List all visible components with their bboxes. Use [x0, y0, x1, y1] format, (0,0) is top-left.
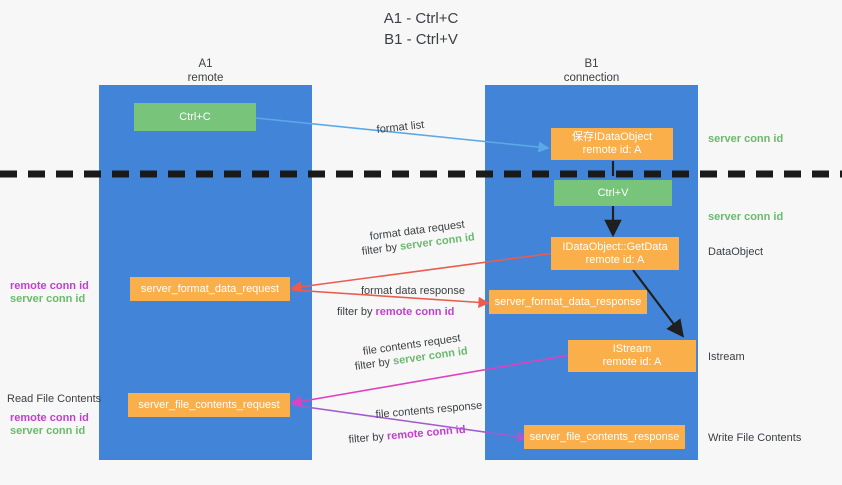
lane-header-b1: B1 connection: [485, 57, 698, 85]
lane-b1-sub: connection: [563, 72, 620, 84]
node-istream-title: IStream: [612, 343, 652, 355]
side-label-write-file-contents: Write File Contents: [708, 432, 802, 444]
lane-header-a1: A1 remote: [99, 57, 312, 85]
side-label-server-conn-id-1: server conn id: [10, 293, 86, 305]
node-ctrl-v-label: Ctrl+V: [597, 186, 629, 199]
page-title: A1 - Ctrl+C B1 - Ctrl+V: [383, 10, 459, 48]
node-file-contents-response-label: server_file_contents_response: [529, 430, 680, 443]
side-label-server-conn-id-2: server conn id: [10, 425, 86, 437]
node-ctrl-v[interactable]: Ctrl+V: [554, 180, 672, 206]
node-format-data-request[interactable]: server_format_data_request: [130, 277, 290, 301]
node-ctrl-c-label: Ctrl+C: [179, 110, 211, 123]
edge-label-file-contents-response-filter: filter by remote conn id: [348, 423, 466, 447]
filter-prefix: filter by: [337, 306, 376, 318]
node-getdata[interactable]: IDataObject::GetData remote id: A: [551, 237, 679, 270]
node-save-dataobject[interactable]: 保存IDataObject remote id: A: [551, 128, 673, 160]
node-format-data-response[interactable]: server_format_data_response: [489, 290, 647, 314]
filter-key-remote-conn-id: remote conn id: [375, 306, 455, 318]
lane-b1-name: B1: [584, 58, 599, 70]
edge-label-format-list: format list: [376, 119, 425, 136]
edge-label-file-contents-response: file contents response: [375, 399, 483, 421]
filter-prefix: filter by: [348, 430, 388, 446]
edge-label-format-data-response-filter: filter by remote conn id: [337, 305, 454, 319]
side-label-remote-conn-id-2: remote conn id: [10, 412, 89, 424]
node-format-data-request-label: server_format_data_request: [140, 282, 280, 295]
side-label-istream: Istream: [708, 351, 745, 363]
node-file-contents-response[interactable]: server_file_contents_response: [524, 425, 685, 449]
side-label-dataobject: DataObject: [708, 246, 764, 258]
side-label-read-file-contents: Read File Contents: [7, 393, 102, 405]
edge-label-format-data-response: format data response: [361, 285, 465, 297]
side-label-server-conn-id-mid: server conn id: [708, 211, 784, 223]
filter-prefix: filter by: [361, 240, 401, 258]
filter-key-remote-conn-id: remote conn id: [386, 423, 467, 443]
node-ctrl-c[interactable]: Ctrl+C: [134, 103, 256, 131]
side-label-remote-conn-id-1: remote conn id: [10, 280, 89, 292]
node-istream-id: remote id: A: [602, 356, 662, 368]
lane-a1-name: A1: [198, 58, 213, 70]
node-file-contents-request-label: server_file_contents_request: [138, 398, 280, 411]
lane-a1-sub: remote: [187, 72, 224, 84]
node-istream[interactable]: IStream remote id: A: [568, 340, 696, 372]
node-getdata-title: IDataObject::GetData: [562, 240, 668, 253]
node-save-dataobject-title: 保存IDataObject: [571, 131, 653, 143]
node-file-contents-request[interactable]: server_file_contents_request: [128, 393, 290, 417]
node-getdata-id: remote id: A: [585, 253, 645, 266]
side-label-server-conn-id-top: server conn id: [708, 133, 784, 145]
node-format-data-response-label: server_format_data_response: [494, 295, 642, 308]
node-save-dataobject-id: remote id: A: [582, 144, 642, 156]
filter-prefix: filter by: [354, 355, 394, 373]
